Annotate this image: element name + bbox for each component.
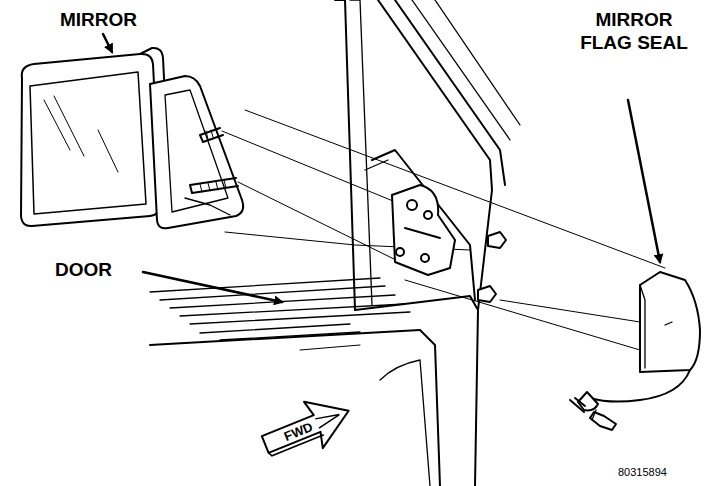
figure-code: 80315894: [618, 466, 713, 479]
mirror-head: [21, 48, 170, 226]
door-frame: [150, 0, 520, 486]
mirror-flag-seal: [570, 272, 700, 430]
part-name: DOOR: [55, 258, 145, 281]
part-name: MIRROR FLAG SEAL: [578, 8, 690, 54]
part-name: MIRROR: [60, 8, 180, 31]
alignment-lines: [222, 110, 665, 350]
mirror-base: [150, 76, 243, 228]
direction-arrow: FWD: [256, 395, 356, 461]
leader-arrows: [103, 34, 660, 302]
